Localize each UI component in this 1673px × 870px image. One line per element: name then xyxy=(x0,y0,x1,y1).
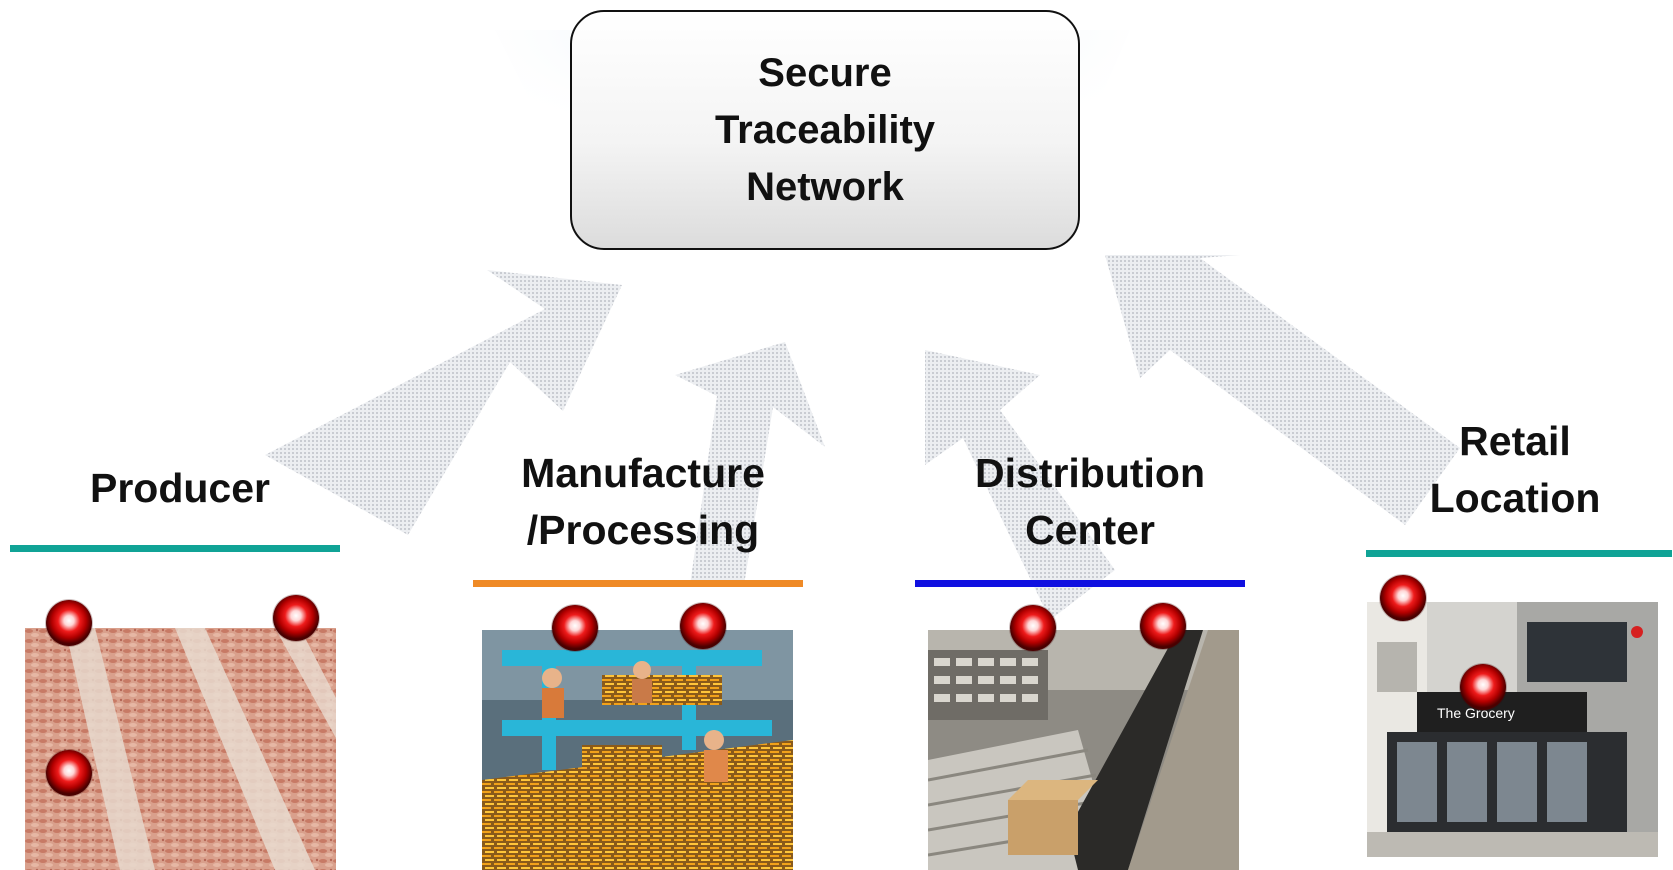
manufacture-marker-1-icon xyxy=(552,605,598,651)
producer-divider-bar xyxy=(10,545,340,552)
retail-marker-1-icon xyxy=(1380,575,1426,621)
manufacture-marker-2-icon xyxy=(680,603,726,649)
producer-marker-3-icon xyxy=(46,750,92,796)
store-sign-text: The Grocery xyxy=(1437,705,1515,721)
hub-label: Secure Traceability Network xyxy=(714,50,936,209)
producer-marker-1-icon xyxy=(46,600,92,646)
stage-label-producer: Producer xyxy=(90,465,270,511)
manufacture-divider-bar xyxy=(473,580,803,587)
distribution-marker-2-icon xyxy=(1140,603,1186,649)
manufacture-upward-arrow-icon xyxy=(675,342,825,585)
producer-upward-arrow-icon xyxy=(265,270,622,535)
producer-photo xyxy=(25,628,336,870)
distribution-upward-arrow-icon xyxy=(925,350,1115,620)
distribution-marker-1-icon xyxy=(1010,605,1056,651)
retail-divider-bar xyxy=(1366,550,1672,557)
producer-marker-2-icon xyxy=(273,595,319,641)
manufacture-photo xyxy=(482,630,793,870)
stage-label-retail: Retail Location xyxy=(1429,418,1601,521)
stage-label-distribution: Distribution Center xyxy=(974,450,1206,553)
retail-upward-arrow-icon xyxy=(1105,255,1460,525)
secure-traceability-network-node: Secure Traceability Network xyxy=(570,10,1080,250)
distribution-photo xyxy=(928,630,1239,870)
distribution-divider-bar xyxy=(915,580,1245,587)
stage-label-manufacture: Manufacture /Processing xyxy=(521,450,765,553)
retail-photo: The Grocery xyxy=(1367,602,1658,857)
retail-marker-2-icon xyxy=(1460,664,1506,710)
